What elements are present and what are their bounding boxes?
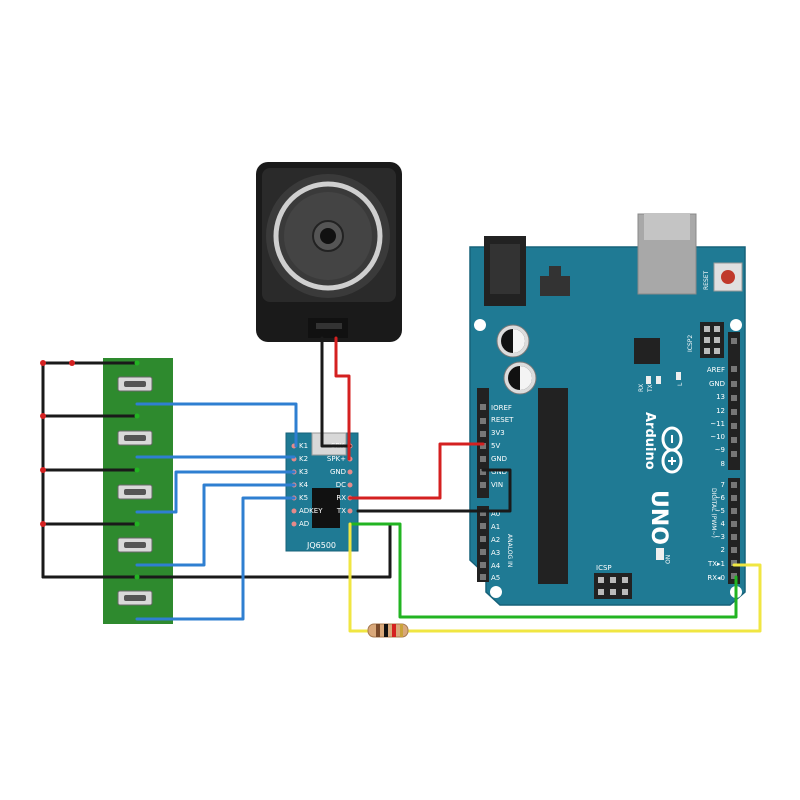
pin-label: ~11 — [710, 420, 725, 428]
black-wire — [356, 468, 512, 513]
pin-label: ADKEY — [299, 507, 323, 515]
module-name: JQ6500 — [306, 541, 336, 550]
pin-label: K3 — [299, 468, 308, 476]
pin-label: ~3 — [715, 533, 725, 541]
pin-label: TX — [336, 507, 346, 515]
pin-label: GND — [491, 468, 507, 476]
arduino-brand-text: Arduino — [642, 412, 657, 470]
pin-label: GND — [709, 380, 725, 388]
pin-label: RX — [336, 494, 346, 502]
pin-label: RESET — [491, 416, 514, 424]
pin-label: K4 — [299, 481, 309, 489]
pin-label: GND — [491, 455, 507, 463]
pin-label: SPK+ — [327, 455, 346, 463]
pin-label: 3V3 — [491, 429, 505, 437]
push-button-icon — [117, 537, 153, 553]
pin-label: 7 — [721, 481, 725, 489]
atmega-chip — [538, 388, 568, 584]
power-pin-labels: IOREF RESET 3V3 5V GND GND VIN — [491, 404, 514, 489]
pin-label: AD — [299, 520, 309, 528]
arduino-logo-icon — [661, 426, 683, 474]
push-button-icon — [117, 376, 153, 392]
pin-label: K2 — [299, 455, 308, 463]
pin-label: 4 — [721, 520, 726, 528]
push-button-icon — [117, 430, 153, 446]
pin-label: ~10 — [710, 433, 725, 441]
button-board — [103, 358, 173, 624]
digital-label: DIGITAL (PWM~) — [710, 488, 717, 538]
icsp2-label: ICSP2 — [687, 335, 694, 352]
on-led-label: ON — [665, 555, 672, 564]
pin-label: 2 — [721, 546, 725, 554]
yellow-wire — [348, 522, 762, 633]
icsp2-header — [700, 322, 724, 358]
l-led-label: L — [677, 382, 684, 386]
tx-led-label: TX — [647, 384, 654, 393]
pin-label: 5V — [491, 442, 500, 450]
arduino-uno-board: RESET ICSP2 TX RX L — [469, 213, 746, 606]
icsp-label: ICSP — [596, 564, 612, 572]
push-button-icon — [117, 590, 153, 606]
black-wire — [320, 336, 352, 448]
analog-header — [477, 506, 489, 582]
pin-label: 12 — [716, 407, 725, 415]
digital-pin-labels: AREF GND 13 12 ~11 ~10 ~9 8 7 ~6 ~5 4 ~3… — [707, 366, 726, 582]
pin-label: A1 — [491, 523, 500, 531]
wire-joints — [40, 360, 140, 580]
capacitor — [503, 361, 537, 395]
resistor-icon — [367, 623, 409, 638]
pin-label: A2 — [491, 536, 500, 544]
jq6500-module: JQ6500 K1 K2 K3 K4 K5 ADKEY AD SPK- SPK+… — [285, 432, 359, 552]
pin-label: IOREF — [491, 404, 512, 412]
pin-label: VIN — [491, 481, 503, 489]
pin-label: 13 — [716, 393, 725, 401]
pin-label: ~5 — [715, 507, 725, 515]
red-wire — [348, 442, 485, 500]
pin-label: K1 — [299, 442, 308, 450]
reset-button — [713, 262, 743, 292]
blue-wire — [135, 402, 298, 448]
jq6500-chip — [312, 488, 340, 528]
icsp-header — [594, 573, 632, 599]
analog-pin-labels: A0 A1 A2 A3 A4 A5 — [491, 510, 501, 582]
pin-label: A0 — [491, 510, 500, 518]
pin-label: ~9 — [715, 446, 725, 454]
uno-model-text: UNO — [646, 490, 671, 545]
capacitor — [496, 324, 530, 358]
pin-label: A4 — [491, 562, 501, 570]
pin-label: K5 — [299, 494, 308, 502]
digital-header-low — [728, 478, 740, 584]
rx-led-label: RX — [638, 384, 645, 392]
push-button-icon — [117, 484, 153, 500]
black-wire — [41, 361, 139, 526]
speaker-icon — [256, 162, 402, 342]
blue-wire — [135, 496, 296, 621]
pin-label: A3 — [491, 549, 500, 557]
blue-wire — [135, 483, 296, 567]
pin-label: AREF — [707, 366, 725, 374]
green-wire — [348, 522, 738, 619]
pin-label: RX◂0 — [707, 574, 725, 582]
red-wire — [334, 336, 351, 461]
reset-label: RESET — [703, 270, 710, 290]
pin-label: GND — [330, 468, 346, 476]
pin-label: DC — [336, 481, 346, 489]
usb-chip — [634, 338, 660, 364]
pin-label: A5 — [491, 574, 500, 582]
analog-in-label: ANALOG IN — [506, 534, 513, 567]
pin-label: ~6 — [715, 494, 726, 502]
pin-label: TX▸1 — [707, 560, 725, 568]
pin-label: 8 — [721, 460, 725, 468]
blue-wire — [135, 470, 296, 514]
